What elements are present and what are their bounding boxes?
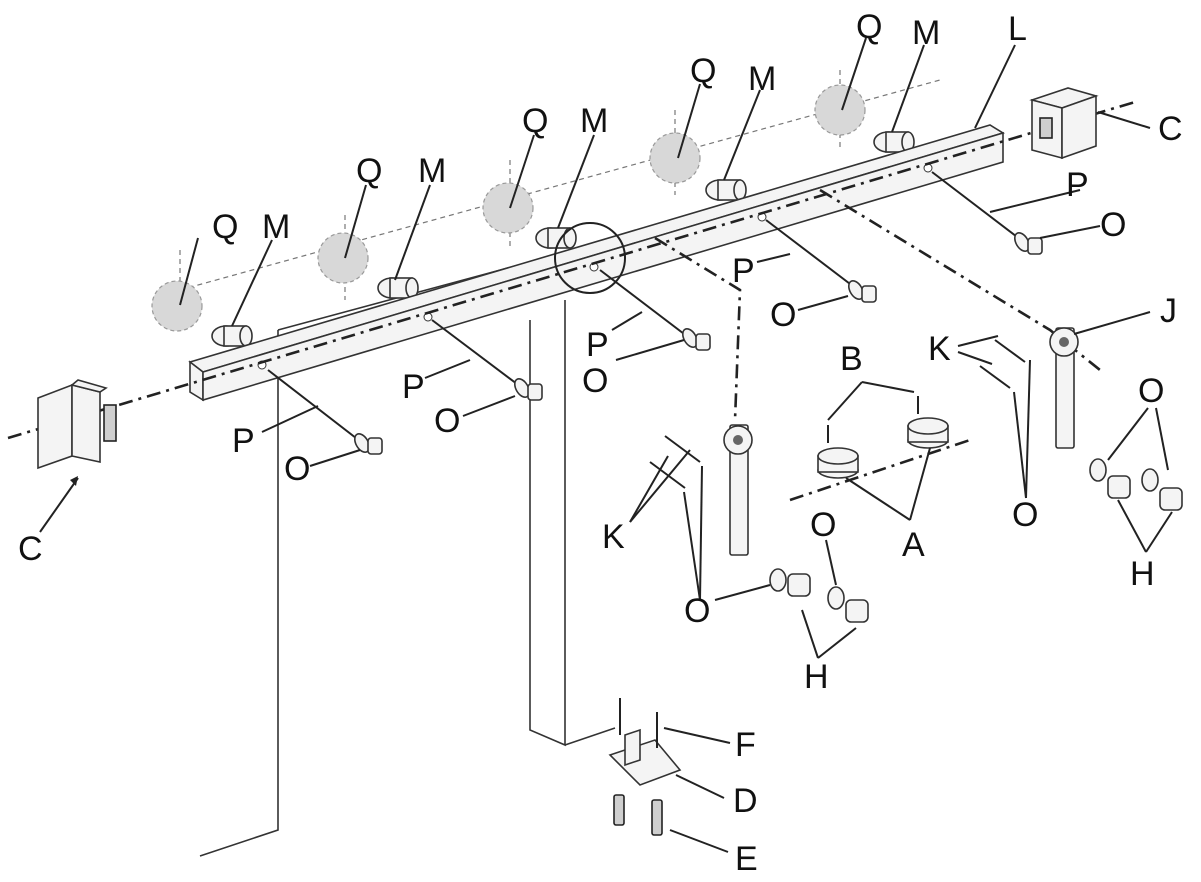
label-q-5: Q [856,8,882,46]
label-b: B [840,340,863,378]
label-c-right: C [1158,110,1183,148]
guide-line-3 [789,438,971,502]
label-p-3: P [586,326,609,364]
nuts-right [1089,458,1183,511]
label-l: L [1008,10,1027,48]
label-k-right: K [928,330,951,368]
screw-3 [599,269,711,351]
anchor-halo-3 [482,182,534,234]
anchor-halo-2 [317,232,369,284]
screw-5 [931,171,1043,255]
screws [267,171,1043,455]
label-h-left: H [804,658,829,696]
label-o-left: O [684,592,710,630]
label-q-1: Q [212,208,238,246]
label-o-right-bottom: O [1012,496,1038,534]
screw-4 [765,219,877,303]
nuts-left [769,568,869,623]
spacer-2 [377,277,419,299]
label-m-3: M [580,102,608,140]
label-p-2: P [402,368,425,406]
label-d: D [733,782,758,820]
screw-1 [267,369,383,455]
label-m-5: M [912,14,940,52]
hanger-left [723,424,753,556]
label-j: J [1160,292,1177,330]
wall-anchor-halos [151,84,866,332]
label-c-left: C [18,530,43,568]
label-o-4: O [770,296,796,334]
part-labels: Q M Q M Q M Q M Q M L C C P O P O P O P … [18,8,1183,878]
label-m-1: M [262,208,290,246]
spacer-3 [535,227,577,249]
label-o-1: O [284,450,310,488]
floor-bracket [608,698,682,836]
spacer-5 [873,131,915,153]
label-o-2: O [434,402,460,440]
leader-lines [39,37,1173,853]
label-e: E [735,840,758,878]
guide-line-1 [654,236,742,421]
label-f: F [735,726,756,764]
rail-axis-line [7,100,1136,440]
label-h-right: H [1130,555,1155,593]
spacer-4 [705,179,747,201]
spacers [211,131,915,347]
end-stop-right [1029,87,1099,160]
end-stop-left [37,379,117,470]
label-o-5: O [1100,206,1126,244]
hanger-right [1049,327,1079,449]
label-q-3: Q [522,102,548,140]
label-a: A [902,526,925,564]
label-m-2: M [418,152,446,190]
detail-circle [554,222,626,294]
label-k-left: K [602,518,625,556]
spacer-1 [211,325,253,347]
label-q-2: Q [356,152,382,190]
label-p-5: P [1066,166,1089,204]
label-p-1: P [232,422,255,460]
bolts [649,339,1026,489]
guide-line-2 [819,188,1101,372]
anchor-halo-5 [814,84,866,136]
label-m-4: M [748,60,776,98]
label-o-left-top: O [810,506,836,544]
anchor-halo-4 [649,132,701,184]
label-o-3: O [582,362,608,400]
label-p-4: P [732,252,755,290]
rail [188,124,1005,402]
screw-2 [431,319,543,401]
anchor-halo-1 [151,280,203,332]
floor-guides [817,396,949,479]
label-q-4: Q [690,52,716,90]
label-o-right-top: O [1138,372,1164,410]
